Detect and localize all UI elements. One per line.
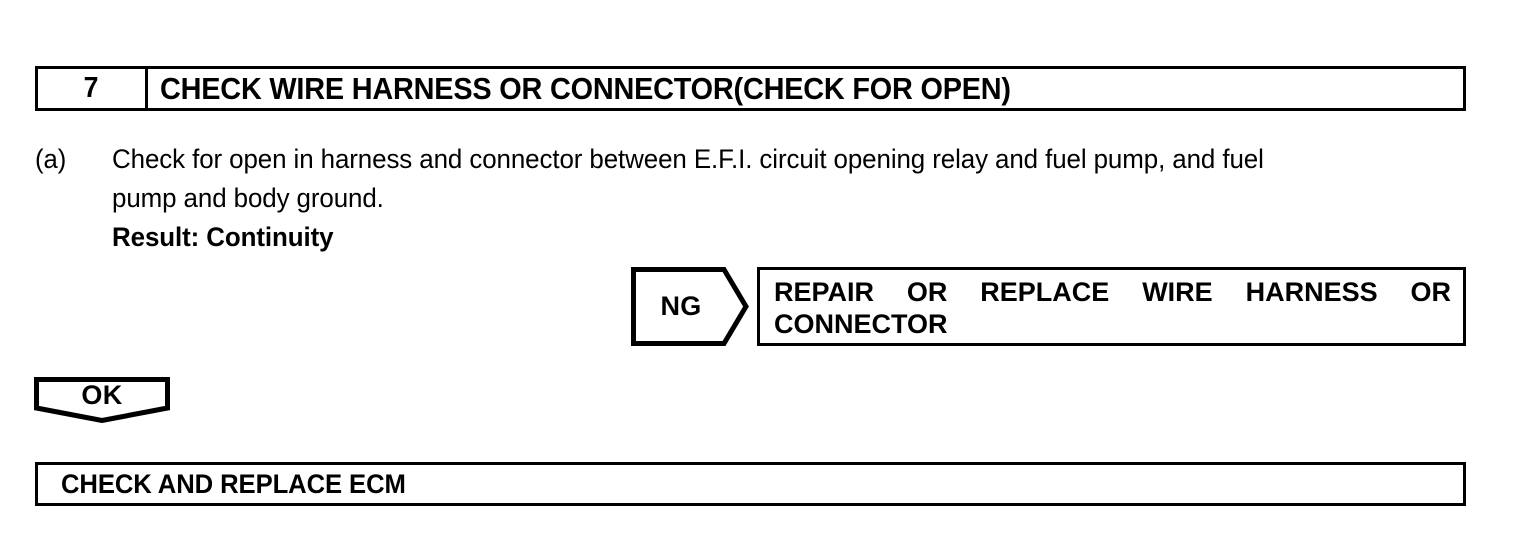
step-number: 7 bbox=[84, 72, 99, 104]
procedure-body: Check for open in harness and connector … bbox=[112, 140, 1485, 257]
procedure-row: (a) Check for open in harness and connec… bbox=[35, 140, 1485, 257]
ok-badge-label: OK bbox=[81, 379, 123, 410]
ng-badge-label: NG bbox=[660, 291, 702, 321]
final-action-box: CHECK AND REPLACE ECM bbox=[35, 462, 1466, 506]
ng-action-text: REPAIR OR REPLACE WIRE HARNESS OR CONNEC… bbox=[774, 276, 1451, 340]
ng-action-line-1: REPAIR OR REPLACE WIRE HARNESS OR bbox=[774, 277, 1451, 307]
step-number-cell: 7 bbox=[38, 69, 148, 108]
ng-action-box: REPAIR OR REPLACE WIRE HARNESS OR CONNEC… bbox=[757, 267, 1466, 346]
ng-branch-row: NG REPAIR OR REPLACE WIRE HARNESS OR CON… bbox=[631, 267, 1466, 346]
procedure-result: Result: Continuity bbox=[112, 222, 334, 252]
ng-arrow-shape bbox=[631, 267, 749, 346]
procedure-block: (a) Check for open in harness and connec… bbox=[35, 140, 1485, 257]
ng-action-line-2: CONNECTOR bbox=[774, 309, 948, 339]
step-title-cell: CHECK WIRE HARNESS OR CONNECTOR(CHECK FO… bbox=[148, 69, 1463, 108]
procedure-text-line-2: pump and body ground. bbox=[112, 183, 384, 213]
ok-arrow-shape bbox=[34, 377, 170, 423]
procedure-text-line-1: Check for open in harness and connector … bbox=[112, 144, 1264, 174]
final-action-label: CHECK AND REPLACE ECM bbox=[61, 468, 406, 499]
step-title: CHECK WIRE HARNESS OR CONNECTOR(CHECK FO… bbox=[160, 70, 1011, 106]
step-header-bar: 7 CHECK WIRE HARNESS OR CONNECTOR(CHECK … bbox=[35, 66, 1466, 111]
procedure-item-label: (a) bbox=[35, 144, 67, 174]
